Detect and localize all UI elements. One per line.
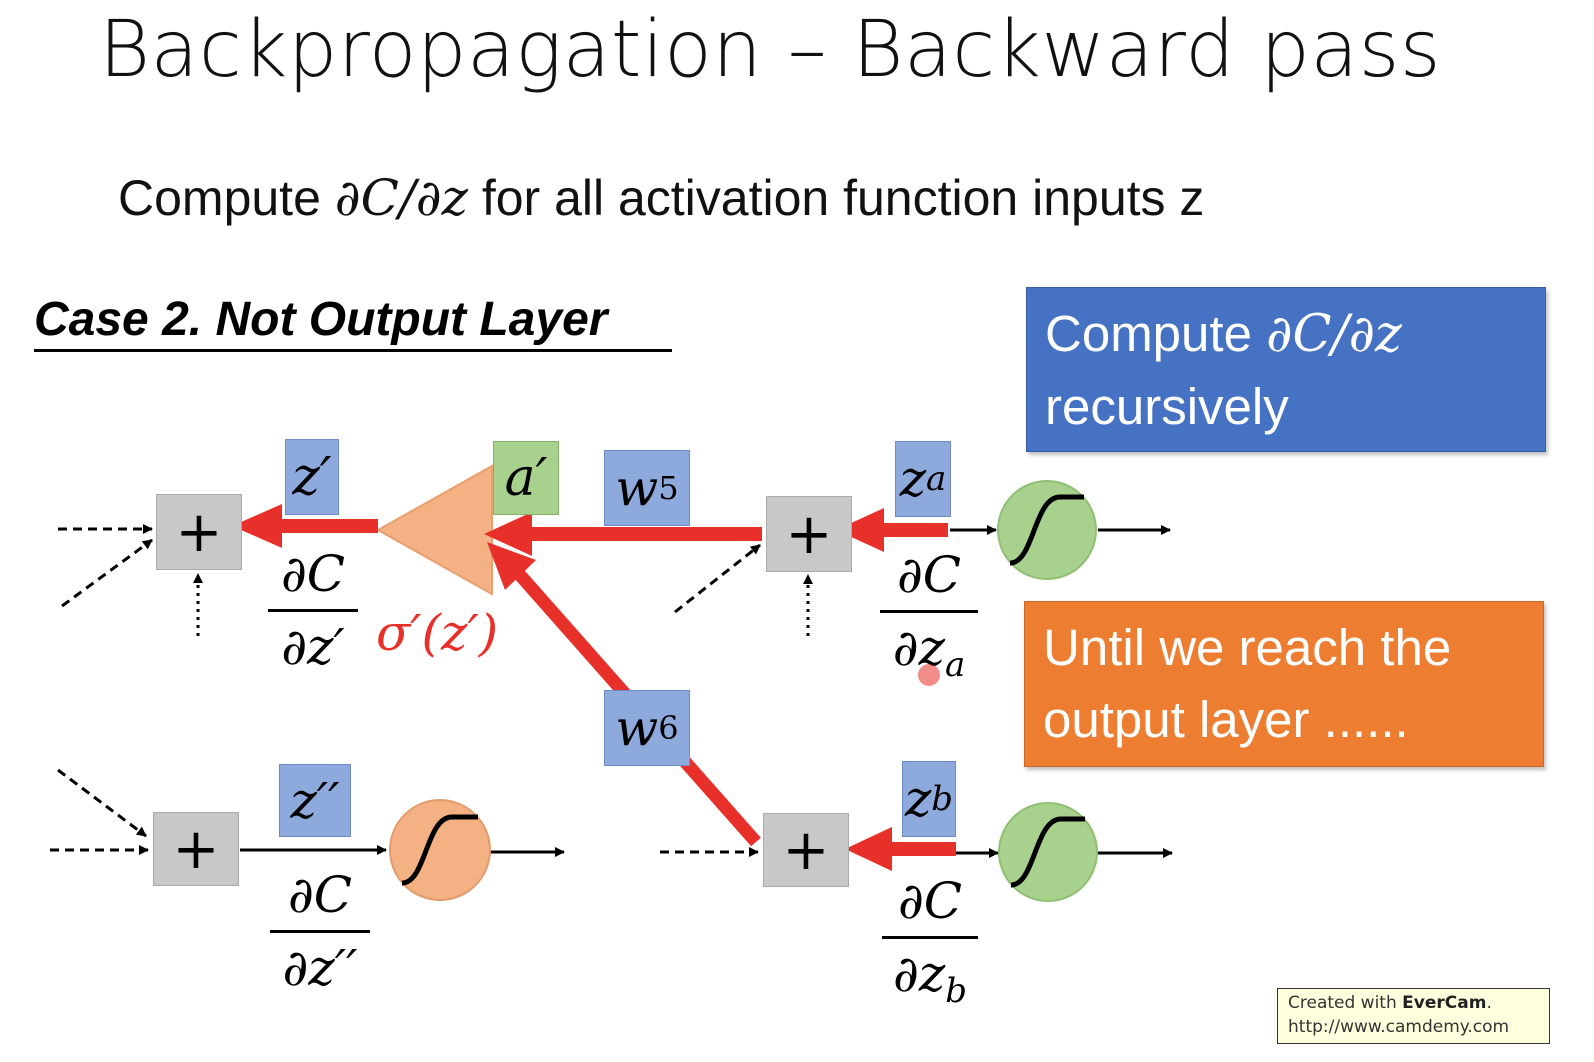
sigmoid-curve-a — [1009, 494, 1084, 566]
watermark-prefix: Created with — [1288, 993, 1403, 1013]
zb-letter: z — [904, 770, 932, 828]
frac-denominator: ∂zb — [882, 945, 978, 1020]
backprop-arrowhead-za — [836, 508, 884, 552]
frac-bar — [882, 936, 978, 939]
callout-recursive-prefix: Compute — [1045, 305, 1267, 362]
input-arrow-4 — [57, 768, 147, 838]
za-subscript: a — [926, 459, 947, 499]
callout-output-line2: output layer ...... — [1043, 691, 1409, 748]
frac-bar — [880, 610, 978, 613]
frac-den-sub: a — [944, 645, 966, 685]
subtitle-math: ∂C/∂z — [334, 169, 468, 227]
input-arrow-6 — [674, 543, 761, 614]
frac-dC-dz-double-prime: ∂C ∂z′′ — [270, 866, 370, 997]
w5-letter: w — [615, 459, 659, 517]
frac-denominator: ∂z′′ — [282, 939, 358, 997]
callout-recursive-line1: Compute ∂C/∂z — [1045, 298, 1527, 371]
frac-dC-dz-prime: ∂C ∂z′ — [268, 545, 358, 676]
case-heading: Case 2. Not Output Layer — [34, 293, 608, 346]
frac-numerator: ∂C — [897, 872, 963, 930]
sum-node-zb: + — [763, 813, 849, 887]
backprop-arrowhead-1 — [232, 504, 282, 548]
watermark-brand: EverCam — [1402, 993, 1487, 1013]
frac-den-sub: b — [945, 971, 967, 1011]
pointer-highlight — [918, 664, 940, 686]
label-a-prime: a′ — [493, 441, 559, 515]
backprop-arrowhead-zb — [845, 827, 892, 871]
frac-numerator: ∂C — [896, 546, 962, 604]
backprop-arrowhead-w6 — [487, 542, 536, 590]
subtitle-prefix: Compute — [118, 170, 335, 226]
sigma-prime-label: σ′(z′) — [376, 604, 498, 662]
zb-subscript: b — [931, 779, 954, 819]
frac-dC-dzb: ∂C ∂zb — [882, 872, 978, 1020]
case-heading-underline — [34, 349, 672, 352]
watermark-url[interactable]: http://www.camdemy.com — [1288, 1017, 1510, 1037]
frac-bar — [268, 609, 358, 612]
slide-subtitle: Compute ∂C/∂z for all activation functio… — [118, 166, 1204, 230]
sum-node-label: + — [782, 817, 830, 883]
derivative-triangle — [375, 464, 493, 596]
callout-recursive-line2: recursively — [1045, 378, 1289, 435]
frac-denominator: ∂z′ — [281, 618, 345, 676]
frac-numerator: ∂C — [287, 866, 353, 924]
sum-node-z-prime: + — [156, 494, 242, 570]
callout-recursive-math: ∂C/∂z — [1266, 305, 1402, 364]
sigmoid-curve-z-double-prime — [401, 814, 478, 886]
w6-letter: w — [615, 699, 659, 757]
callout-recursive: Compute ∂C/∂z recursively — [1026, 287, 1546, 452]
sigmoid-curve-b — [1010, 816, 1085, 888]
frac-numerator: ∂C — [280, 545, 346, 603]
sum-node-label: + — [172, 816, 220, 882]
watermark-line1: Created with EverCam. — [1288, 991, 1539, 1015]
sum-node-label: + — [175, 499, 223, 565]
frac-den-text: ∂z — [893, 945, 946, 1003]
sum-node-za: + — [766, 496, 852, 572]
sum-node-z-double-prime: + — [153, 812, 239, 886]
label-z-prime: z′ — [285, 439, 339, 515]
watermark-suffix: . — [1486, 993, 1492, 1013]
w5-subscript: 5 — [658, 469, 679, 507]
subtitle-suffix: for all activation function inputs z — [467, 170, 1205, 226]
callout-output-line1: Until we reach the — [1043, 619, 1452, 676]
w6-subscript: 6 — [658, 709, 679, 747]
backprop-arrowhead-w5 — [484, 512, 532, 556]
sum-node-label: + — [785, 501, 833, 567]
evercam-watermark: Created with EverCam. http://www.camdemy… — [1277, 988, 1550, 1044]
za-letter: z — [899, 450, 927, 508]
frac-bar — [270, 930, 370, 933]
callout-output-layer: Until we reach the output layer ...... — [1024, 601, 1544, 767]
input-arrow-2 — [61, 538, 153, 608]
label-z-double-prime: z′′ — [279, 764, 351, 837]
slide-title: Backpropagation – Backward pass — [98, 5, 1442, 95]
